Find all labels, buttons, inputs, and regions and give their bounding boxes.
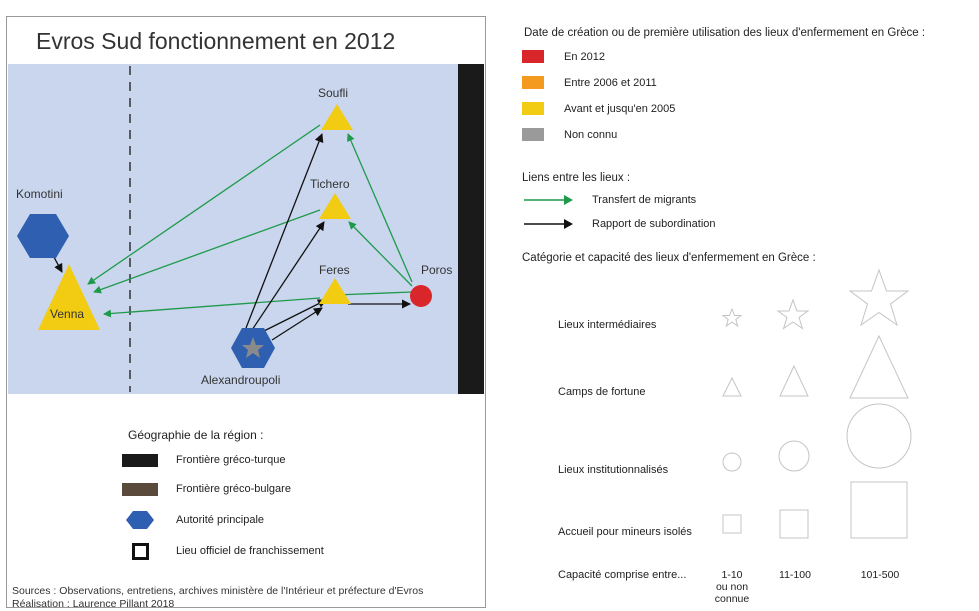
tichero-triangle (319, 193, 351, 219)
category-label: Lieux intermédiaires (558, 319, 657, 331)
capacity-11-100: 11-100 (772, 569, 818, 581)
circle-small-icon (722, 452, 742, 472)
links-legend-label: Rapport de subordination (592, 218, 716, 230)
geo-legend-turkish-border: Frontière gréco-turque (122, 450, 285, 470)
map-svg (17, 64, 484, 394)
geography-title: Géographie de la région : (128, 428, 264, 442)
geo-legend-authority: Autorité principale (122, 510, 264, 530)
circle-medium-icon (778, 440, 810, 472)
alexandroupoli-star (242, 337, 264, 358)
alexandroupoli-label: Alexandroupoli (201, 373, 281, 387)
arrow-poros-feres (334, 290, 413, 299)
sources-text: Sources : Observations, entretiens, arch… (12, 585, 424, 597)
gray-swatch (522, 128, 544, 141)
feres-label: Feres (319, 263, 350, 277)
geo-legend-label: Frontière gréco-turque (176, 454, 286, 466)
links-legend-item: Transfert de migrants (522, 194, 696, 206)
links-legend-item: Rapport de subordination (522, 218, 716, 230)
map-area: Komotini Venna Soufli Tichero Feres Poro… (8, 64, 484, 394)
arrow-poros-soufli (347, 133, 413, 283)
triangle-medium-icon (779, 364, 809, 397)
arrow-alex-feres-2 (271, 307, 323, 341)
yellow-swatch (522, 102, 544, 115)
arrow-tichero-venna (93, 209, 321, 294)
triangle-small-icon (722, 376, 742, 397)
geo-legend-symbol (122, 451, 158, 469)
geo-legend-symbol (122, 480, 158, 498)
capacity-line: ou non (715, 581, 749, 593)
category-label: Accueil pour mineurs isolés (558, 526, 692, 538)
date-legend-label: Entre 2006 et 2011 (564, 76, 657, 89)
star-small-icon (721, 307, 743, 328)
star-medium-icon (776, 298, 810, 330)
date-legend-label: En 2012 (564, 50, 605, 63)
arrow-alex-tichero (251, 221, 325, 331)
capacity-line: 11-100 (779, 569, 811, 581)
capacity-101-500: 101-500 (855, 569, 905, 581)
capacity-1-10: 1-10 ou non connue (712, 569, 752, 605)
date-legend-title: Date de création ou de première utilisat… (524, 27, 926, 39)
capacity-label: Capacité comprise entre... (558, 569, 687, 581)
subordination-arrows (47, 133, 411, 341)
feres-triangle (319, 278, 351, 304)
geo-legend-bulgarian-border: Frontière gréco-bulgare (122, 479, 291, 499)
square-large-icon (850, 481, 908, 539)
links-legend-label: Transfert de migrants (592, 194, 697, 206)
credits-text: Réalisation : Laurence Pillant 2018 (12, 598, 175, 610)
square-small-icon (722, 514, 742, 534)
arrow-alex-feres (257, 299, 327, 335)
date-legend-label: Non connu (564, 128, 618, 141)
komotini-hexagon (17, 214, 69, 258)
green-arrow-icon (524, 195, 573, 205)
arrow-soufli-venna (87, 124, 321, 285)
orange-swatch (522, 76, 544, 89)
map-frame (6, 16, 486, 608)
poros-label: Poros (421, 263, 453, 277)
arrow-alex-soufli (245, 133, 324, 329)
category-label: Camps de fortune (558, 386, 646, 398)
komotini-label: Komotini (16, 187, 63, 201)
transfer-arrows (87, 124, 413, 318)
category-symbols (721, 268, 912, 539)
venna-label: Venna (50, 307, 85, 321)
geo-legend-crossing: Lieu officiel de franchissement (122, 541, 324, 561)
category-legend-title: Catégorie et capacité des lieux d'enferm… (522, 252, 816, 264)
square-outline-icon (122, 542, 158, 560)
date-legend-item: Entre 2006 et 2011 (522, 76, 657, 89)
capacity-line: 1-10 (721, 569, 743, 581)
hexagon-icon (122, 511, 158, 529)
square-medium-icon (779, 509, 809, 539)
geo-legend-label: Frontière gréco-bulgare (176, 483, 291, 495)
black-arrow-icon (524, 219, 573, 229)
arrow-feres-venna (103, 297, 321, 318)
arrow-poros-tichero (348, 221, 413, 287)
soufli-triangle (321, 104, 353, 130)
capacity-line: 101-500 (860, 569, 900, 581)
soufli-label: Soufli (318, 86, 349, 100)
links-legend-title: Liens entre les lieux : (522, 172, 631, 184)
greco-turkish-border (458, 64, 484, 394)
geo-legend-label: Lieu officiel de franchissement (176, 545, 324, 557)
date-legend-item: Non connu (522, 128, 617, 141)
circle-large-icon (846, 403, 912, 469)
date-legend-label: Avant et jusqu'en 2005 (564, 102, 676, 115)
triangle-large-icon (849, 334, 909, 399)
star-large-icon (848, 268, 910, 327)
date-legend-item: Avant et jusqu'en 2005 (522, 102, 675, 115)
tichero-label: Tichero (310, 177, 350, 191)
poros-circle (410, 285, 432, 307)
map-title: Evros Sud fonctionnement en 2012 (36, 28, 396, 54)
date-legend-item: En 2012 (522, 50, 605, 63)
geo-legend-label: Autorité principale (176, 514, 265, 526)
capacity-line: connue (714, 593, 750, 605)
red-swatch (522, 50, 544, 63)
category-label: Lieux institutionnalisés (558, 464, 669, 476)
venna-triangle (38, 264, 100, 330)
